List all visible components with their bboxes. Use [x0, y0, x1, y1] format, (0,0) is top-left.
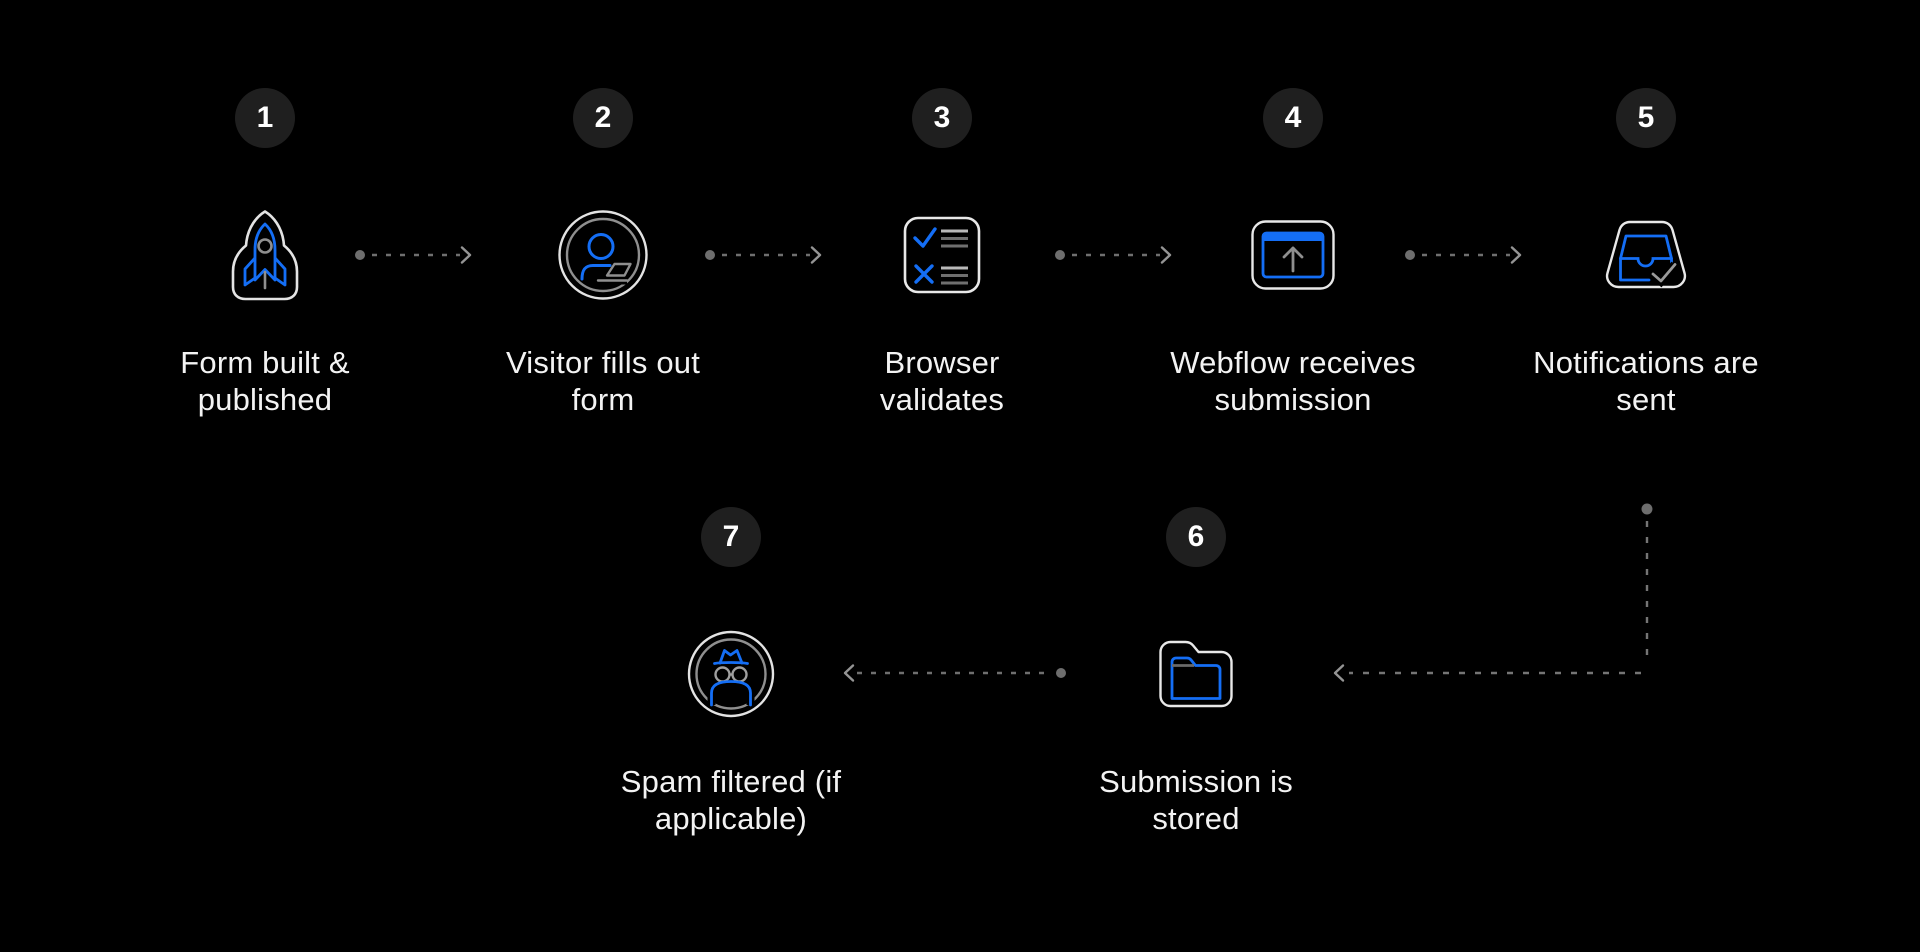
- step-label: Browser validates: [879, 345, 1005, 417]
- step-3-browser-validates: 3 Browser validates: [762, 88, 1122, 418]
- step-number-badge: 1: [235, 88, 295, 148]
- step-number-badge: 3: [912, 88, 972, 148]
- visitor-icon: [558, 210, 648, 300]
- step-label: Visitor fills out form: [505, 345, 701, 417]
- step-6-submission-stored: 6 Submission is stored: [1016, 507, 1376, 837]
- step-number-badge: 7: [701, 507, 761, 567]
- step-1-form-built: 1 Form built & published: [85, 88, 445, 418]
- rocket-icon: [231, 210, 299, 301]
- step-number-badge: 6: [1166, 507, 1226, 567]
- arrow-step5-to-step6-elbow: [1325, 499, 1655, 685]
- arrow-step3-to-step4: [1054, 243, 1180, 267]
- step-number-badge: 4: [1263, 88, 1323, 148]
- step-label: Submission is stored: [1099, 764, 1293, 836]
- spy-icon: [687, 630, 775, 718]
- step-4-webflow-receives: 4 Webflow receives submission: [1113, 88, 1473, 418]
- step-number-badge: 2: [573, 88, 633, 148]
- step-5-notifications-sent: 5 Notifications are sent: [1466, 88, 1826, 418]
- arrow-step4-to-step5: [1404, 243, 1530, 267]
- step-label: Notifications are sent: [1533, 345, 1759, 417]
- step-label: Form built & published: [180, 345, 350, 417]
- folder-icon: [1159, 640, 1233, 708]
- checklist-icon: [903, 216, 981, 294]
- step-label: Webflow receives submission: [1170, 345, 1416, 417]
- inbox-icon: [1605, 220, 1687, 289]
- browser-upload-icon: [1251, 220, 1335, 290]
- arrow-step2-to-step3: [704, 243, 830, 267]
- arrow-step6-to-step7: [835, 661, 1071, 685]
- step-label: Spam filtered (if applicable): [620, 764, 842, 836]
- step-number-badge: 5: [1616, 88, 1676, 148]
- step-7-spam-filtered: 7 Spam filtered (if applicable): [551, 507, 911, 837]
- step-2-visitor-fills: 2 Visitor fills out form: [423, 88, 783, 418]
- arrow-step1-to-step2: [354, 243, 480, 267]
